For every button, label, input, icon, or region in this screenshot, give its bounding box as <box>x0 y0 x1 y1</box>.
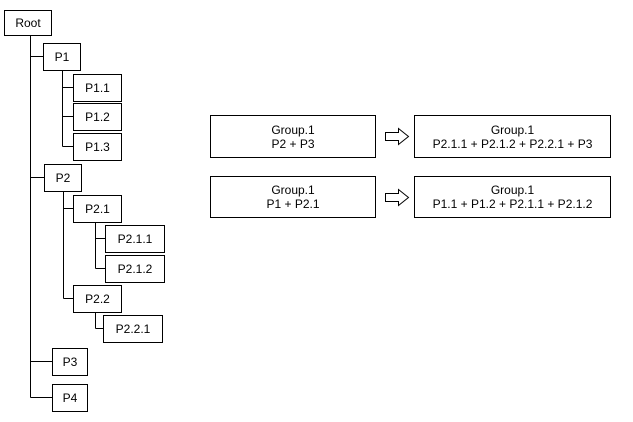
group-expression: P2.1.1 + P2.1.2 + P2.2.1 + P3 <box>432 136 593 151</box>
tree-node-p1: P1 <box>43 43 81 71</box>
group-title: Group.1 <box>271 183 315 197</box>
tree-node-p1-1: P1.1 <box>73 74 122 102</box>
group-box-row1-left: Group.1 P2 + P3 <box>210 115 376 158</box>
group-expression: P1.1 + P1.2 + P2.1.1 + P2.1.2 <box>432 197 593 211</box>
tree-node-p2-1: P2.1 <box>73 195 122 223</box>
tree-node-p2: P2 <box>44 164 82 192</box>
tree-node-p2-2: P2.2 <box>73 285 122 313</box>
group-box-row2-left: Group.1 P1 + P2.1 <box>210 176 376 218</box>
tree-node-root: Root <box>4 10 52 36</box>
tree-node-p2-2-1: P2.2.1 <box>103 315 163 343</box>
tree-node-p1-3: P1.3 <box>73 133 122 161</box>
group-box-row2-right: Group.1 P1.1 + P1.2 + P2.1.1 + P2.1.2 <box>414 176 611 218</box>
group-expression: P1 + P2.1 <box>266 197 320 211</box>
tree-node-p2-1-1: P2.1.1 <box>105 225 165 253</box>
transform-arrow-1 <box>385 127 410 146</box>
group-expression: P2 + P3 <box>271 136 315 151</box>
tree-node-p2-1-2: P2.1.2 <box>105 255 165 283</box>
group-title: Group.1 <box>490 122 535 137</box>
group-title: Group.1 <box>271 122 315 137</box>
tree-node-p4: P4 <box>52 384 88 412</box>
group-title: Group.1 <box>490 183 535 197</box>
transform-arrow-2 <box>385 188 410 207</box>
group-box-row1-right: Group.1 P2.1.1 + P2.1.2 + P2.2.1 + P3 <box>414 115 611 158</box>
tree-node-p1-2: P1.2 <box>73 103 122 131</box>
tree-node-p3: P3 <box>52 348 88 376</box>
